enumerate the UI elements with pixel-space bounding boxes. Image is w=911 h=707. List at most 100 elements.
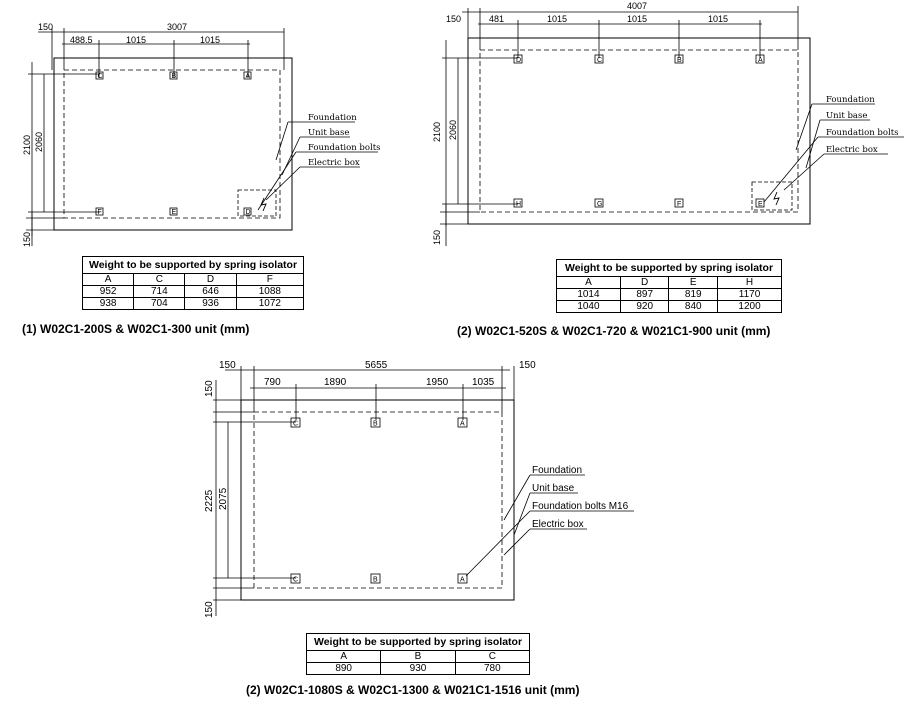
- d3-legend-electric-box: Electric box: [532, 519, 584, 530]
- d2-point-top-1: D: [516, 57, 521, 64]
- d1-point-top-1: C: [98, 73, 103, 80]
- d1-point-bottom-3: D: [246, 209, 251, 216]
- d2-table-cell: 1014: [556, 288, 621, 301]
- d2-table-cell: 920: [619, 300, 670, 313]
- d3-table-header: A: [305, 650, 382, 663]
- d1-table-cell: 646: [184, 285, 237, 298]
- d2-table-header: E: [668, 276, 719, 289]
- d3-table-header: B: [380, 650, 456, 663]
- d2-table-cell: 1170: [717, 288, 782, 301]
- d1-table-header: D: [184, 273, 237, 286]
- d1-caption: (1) W02C1-200S & W02C1-300 unit (mm): [22, 322, 250, 336]
- d2-legend-foundation-bolts: Foundation bolts: [826, 128, 899, 138]
- d1-point-bottom-2: E: [172, 209, 177, 216]
- d1-legend-foundation: Foundation: [308, 113, 357, 123]
- d2-weight-table: Weight to be supported by spring isolato…: [556, 259, 782, 313]
- d1-table-header: A: [81, 273, 135, 286]
- d3-table-cell: 890: [305, 662, 382, 675]
- d1-table-title: Weight to be supported by spring isolato…: [82, 256, 304, 274]
- d2-point-bottom-1: H: [516, 201, 521, 208]
- d2-point-bottom-3: F: [677, 201, 681, 208]
- d2-dim-2: 1015: [547, 14, 567, 24]
- d2-dim-3: 1015: [627, 14, 647, 24]
- d2-point-top-2: C: [597, 57, 602, 64]
- d1-table-cell: 936: [184, 297, 237, 310]
- d1-dim-total: 3007: [167, 22, 187, 32]
- d1-legend-electric-box: Electric box: [308, 158, 360, 168]
- d3-point-top-2: B: [373, 421, 378, 428]
- table-row: 938 704 936 1072: [81, 297, 305, 310]
- d3-dim-4: 1035: [472, 377, 495, 388]
- d3-point-top-1: C: [293, 421, 298, 428]
- d1-table-header: C: [133, 273, 186, 286]
- d2-dim-4: 1015: [708, 14, 728, 24]
- d2-dim-1: 481: [489, 14, 504, 24]
- d2-legend-electric-box: Electric box: [826, 145, 878, 155]
- d3-table-title: Weight to be supported by spring isolato…: [306, 633, 530, 651]
- d3-dim-height-outer: 2225: [204, 489, 215, 512]
- d1-table-header: F: [235, 273, 305, 286]
- d3-table-cell: 930: [380, 662, 456, 675]
- d3-dim-left-offset: 150: [219, 360, 236, 371]
- d2-point-bottom-4: E: [758, 201, 763, 208]
- diagram-2-drawing: [440, 6, 904, 246]
- d2-legend-foundation: Foundation: [826, 95, 875, 105]
- d1-dim-3: 1015: [200, 35, 220, 45]
- d2-dim-bottom-offset: 150: [432, 230, 442, 245]
- d3-table-header: C: [454, 650, 531, 663]
- d3-dim-1: 790: [264, 377, 281, 388]
- table-row: 1014 897 819 1170: [556, 288, 782, 301]
- d1-table-cell: 952: [81, 285, 135, 298]
- d2-table-header: D: [619, 276, 670, 289]
- d1-table-cell: 704: [133, 297, 186, 310]
- d3-weight-table: Weight to be supported by spring isolato…: [305, 633, 531, 675]
- d1-dim-height-outer: 2100: [22, 135, 32, 155]
- d3-point-bottom-1: C: [293, 577, 298, 584]
- d2-dim-left-offset: 150: [446, 14, 461, 24]
- d1-table-cell: 1072: [235, 297, 305, 310]
- d2-table-cell: 1040: [556, 300, 621, 313]
- d1-table-cell: 938: [81, 297, 135, 310]
- d3-dim-bottom-offset: 150: [204, 601, 215, 618]
- d1-table-cell: 714: [133, 285, 186, 298]
- d1-dim-left-offset: 150: [38, 22, 53, 32]
- d2-table-cell: 819: [668, 288, 719, 301]
- d2-point-top-3: B: [677, 57, 682, 64]
- diagram-1-drawing: [26, 28, 378, 246]
- table-row: 952 714 646 1088: [81, 285, 305, 298]
- d2-point-top-4: A: [758, 57, 763, 64]
- d1-table-cell: 1088: [235, 285, 305, 298]
- d2-dim-total: 4007: [627, 1, 647, 11]
- d2-table-cell: 840: [668, 300, 719, 313]
- d1-dim-height-inner: 2060: [34, 132, 44, 152]
- d3-legend-foundation-bolts: Foundation bolts M16: [532, 501, 629, 512]
- d1-dim-bottom-offset: 150: [22, 232, 32, 247]
- d1-legend-unit-base: Unit base: [308, 128, 349, 138]
- d1-point-top-2: B: [172, 73, 177, 80]
- d3-caption: (2) W02C1-1080S & W02C1-1300 & W021C1-15…: [246, 683, 580, 697]
- d2-dim-height-outer: 2100: [432, 122, 442, 142]
- d2-caption: (2) W02C1-520S & W02C1-720 & W021C1-900 …: [457, 324, 771, 338]
- d2-dim-height-inner: 2060: [448, 120, 458, 140]
- d3-dim-3: 1950: [426, 377, 449, 388]
- d3-table-cell: 780: [454, 662, 531, 675]
- d2-table-header: H: [717, 276, 782, 289]
- d2-legend-unit-base: Unit base: [826, 111, 867, 121]
- d2-point-bottom-2: G: [597, 201, 602, 208]
- d2-table-title: Weight to be supported by spring isolato…: [556, 259, 782, 277]
- d1-point-bottom-1: F: [98, 209, 102, 216]
- d3-dim-right-offset: 150: [519, 360, 536, 371]
- d2-table-cell: 1200: [717, 300, 782, 313]
- d3-point-bottom-3: A: [460, 577, 465, 584]
- table-row: 1040 920 840 1200: [556, 300, 782, 313]
- d2-table-cell: 897: [619, 288, 670, 301]
- d3-point-top-3: A: [460, 421, 465, 428]
- diagram-3-drawing: [213, 366, 634, 616]
- d1-legend-foundation-bolts: Foundation bolts: [308, 143, 381, 153]
- d1-weight-table: Weight to be supported by spring isolato…: [81, 256, 305, 310]
- d3-legend-unit-base: Unit base: [532, 483, 575, 494]
- d1-dim-2: 1015: [126, 35, 146, 45]
- table-row: 890 930 780: [305, 662, 531, 675]
- d3-dim-height-inner: 2075: [218, 487, 229, 510]
